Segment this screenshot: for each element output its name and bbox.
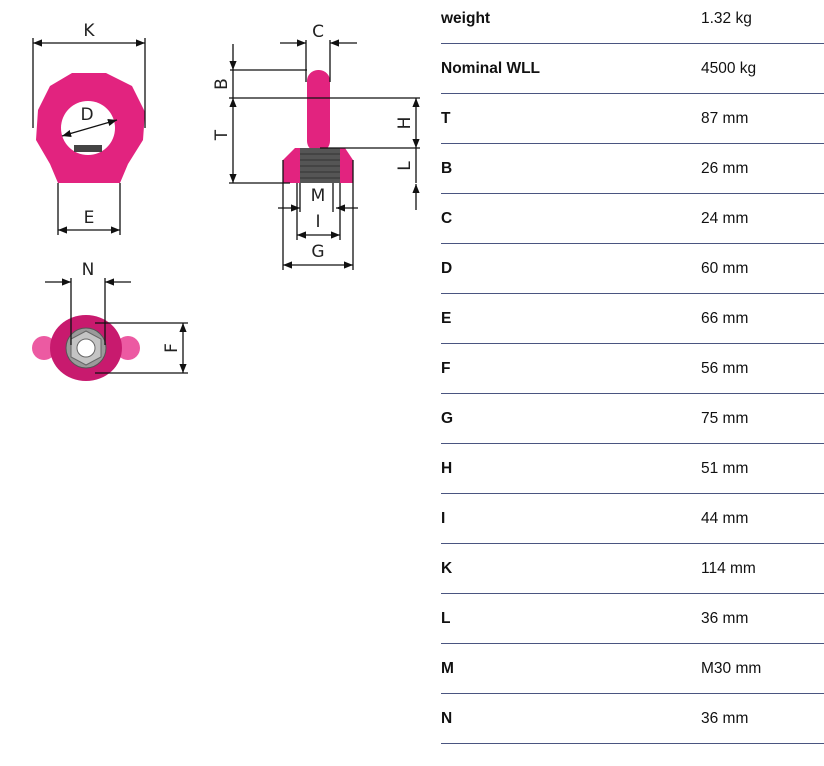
spec-label: I xyxy=(441,510,446,527)
spec-value: 66 mm xyxy=(701,310,749,327)
spec-value: 87 mm xyxy=(701,110,749,127)
spec-label: D xyxy=(441,260,453,277)
spec-label: L xyxy=(441,610,451,627)
label-f: F xyxy=(162,343,182,353)
spec-row-f: F 56 mm xyxy=(441,344,824,394)
spec-row-n: N 36 mm xyxy=(441,694,824,744)
label-t: T xyxy=(212,129,232,141)
spec-row-c: C 24 mm xyxy=(441,194,824,244)
spec-label: weight xyxy=(441,10,491,27)
label-k: K xyxy=(83,21,95,41)
spec-label: K xyxy=(441,560,453,577)
bottom-view: N F xyxy=(32,260,188,381)
spec-value: 44 mm xyxy=(701,510,749,527)
spec-label: C xyxy=(441,210,453,227)
spec-label: T xyxy=(441,110,451,127)
spec-label: F xyxy=(441,360,451,377)
spec-value: M30 mm xyxy=(701,660,762,677)
spec-row-l: L 36 mm xyxy=(441,594,824,644)
spec-value: 51 mm xyxy=(701,460,749,477)
spec-row-i: I 44 mm xyxy=(441,494,824,544)
spec-row-e: E 66 mm xyxy=(441,294,824,344)
label-i: I xyxy=(315,212,320,232)
spec-row-d: D 60 mm xyxy=(441,244,824,294)
spec-row-wll: Nominal WLL 4500 kg xyxy=(441,44,824,94)
spec-value: 56 mm xyxy=(701,360,749,377)
spec-label: B xyxy=(441,160,453,177)
spec-row-m: M M30 mm xyxy=(441,644,824,694)
label-d: D xyxy=(80,105,93,125)
spec-label: H xyxy=(441,460,453,477)
spec-label: M xyxy=(441,660,454,677)
dimension-drawing: K D E C B T H L M I xyxy=(32,21,420,381)
label-b: B xyxy=(212,78,232,90)
side-view: C B T H L M I G xyxy=(212,22,420,270)
label-c: C xyxy=(312,22,324,42)
spec-value: 60 mm xyxy=(701,260,749,277)
front-view: K D E xyxy=(32,21,146,235)
label-n: N xyxy=(82,260,95,280)
spec-value: 26 mm xyxy=(701,160,749,177)
spec-label: E xyxy=(441,310,452,327)
spec-value: 114 mm xyxy=(701,560,756,577)
spec-label: N xyxy=(441,710,453,727)
spec-value: 36 mm xyxy=(701,610,749,627)
spec-label: G xyxy=(441,410,454,427)
spec-value: 75 mm xyxy=(701,410,749,427)
spec-value: 24 mm xyxy=(701,210,749,227)
label-m: M xyxy=(311,186,326,206)
spec-row-g: G 75 mm xyxy=(441,394,824,444)
spec-value: 4500 kg xyxy=(701,60,757,77)
spec-value: 1.32 kg xyxy=(701,10,752,27)
spec-label: Nominal WLL xyxy=(441,60,541,77)
label-l: L xyxy=(395,161,415,171)
eye-shank xyxy=(307,70,330,152)
spec-row-k: K 114 mm xyxy=(441,544,824,594)
spec-row-weight: weight 1.32 kg xyxy=(441,0,824,44)
spec-row-b: B 26 mm xyxy=(441,144,824,194)
label-g: G xyxy=(311,242,324,262)
spec-value: 36 mm xyxy=(701,710,749,727)
label-h: H xyxy=(395,117,415,130)
label-e: E xyxy=(84,208,95,228)
spec-row-h: H 51 mm xyxy=(441,444,824,494)
spec-row-t: T 87 mm xyxy=(441,94,824,144)
